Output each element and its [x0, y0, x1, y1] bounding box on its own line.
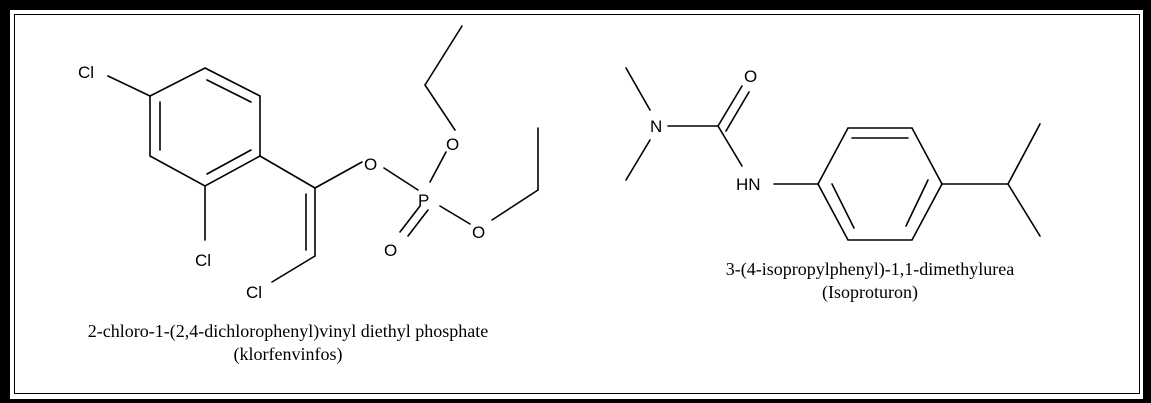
- bond-ring-vinyl: [259, 155, 316, 189]
- inner-frame: [14, 14, 1140, 394]
- atom-o-carbonyl: O: [744, 67, 757, 86]
- bond-o-ethyl-right-1: [491, 189, 539, 221]
- bond-o-ethyl-upper-2: [424, 25, 463, 86]
- atom-cl-ring-bottom: Cl: [195, 251, 211, 270]
- bond-carbonyl-double-a: [717, 85, 743, 127]
- molecule-1-common-name: (klorfenvinfos): [234, 344, 343, 365]
- bond-p-o-upper: [429, 151, 447, 183]
- atom-p: P: [418, 191, 429, 210]
- ring-2-double-bond-left: [831, 183, 855, 229]
- bond-isopropyl-methyl-down: [1007, 183, 1041, 237]
- bond-p-double-o-b: [399, 205, 421, 233]
- bond-vinyl-o: [314, 161, 363, 189]
- bond-chcl-cl: [271, 255, 316, 283]
- atom-hn: HN: [736, 175, 761, 194]
- molecule-1-name: 2-chloro-1-(2,4-dichlorophenyl)vinyl die…: [88, 321, 488, 342]
- bond-o-p: [383, 167, 419, 191]
- atom-cl-top: Cl: [78, 63, 94, 82]
- bond-p-double-o-a: [407, 209, 429, 237]
- atom-o-ethyl-upper: O: [446, 135, 459, 154]
- bond-p-o-right: [439, 205, 471, 225]
- atom-cl-vinyl: Cl: [246, 283, 262, 302]
- bond-n-methyl-bottom: [625, 139, 651, 181]
- bond-isopropyl-methyl-up: [1007, 123, 1041, 185]
- klorfenvinfos-structure: Cl Cl Cl O O O O P 2-chloro-1-(2,4-dichl…: [78, 25, 539, 365]
- bond-carbonyl-double-b: [725, 91, 750, 132]
- atom-o-ethyl-right: O: [472, 223, 485, 242]
- ring-2-double-bond-right: [905, 179, 929, 227]
- atom-o-vinyl: O: [364, 155, 377, 174]
- molecule-2-name: 3-(4-isopropylphenyl)-1,1-dimethylurea: [726, 259, 1014, 280]
- atom-o-double: O: [384, 241, 397, 260]
- atom-n: N: [650, 117, 662, 136]
- ring-1-double-bond-bottom: [206, 149, 252, 175]
- ring-1-double-bond-top: [206, 79, 252, 103]
- molecule-2-common-name: (Isoproturon): [822, 282, 918, 303]
- benzene-ring-1: [149, 67, 261, 187]
- benzene-ring-2: [817, 127, 943, 241]
- bond-carbonyl-nh: [717, 125, 743, 167]
- bond-o-ethyl-upper-1: [424, 84, 456, 131]
- bond-ring-cl-top: [107, 75, 151, 97]
- isoproturon-structure: N O HN 3-(4-isopropylphenyl)-1,1-dimethy…: [625, 67, 1041, 303]
- bond-n-methyl-top: [625, 67, 651, 111]
